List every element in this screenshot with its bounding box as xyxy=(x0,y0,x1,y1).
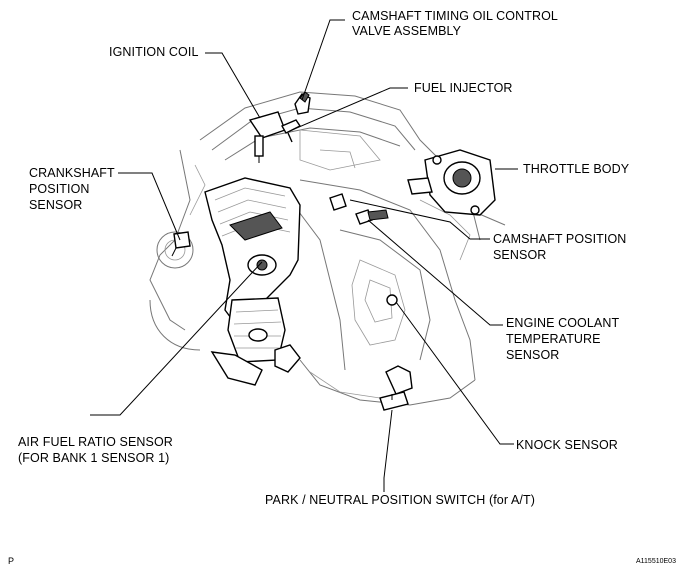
park-neutral-switch-part xyxy=(379,365,413,411)
label-coolant-line1: ENGINE COOLANT xyxy=(506,316,620,330)
label-camshaft-ocv-line1: CAMSHAFT TIMING OIL CONTROL xyxy=(352,9,558,23)
label-fuel-injector: FUEL INJECTOR xyxy=(414,81,513,95)
label-camshaft-position-line1: CAMSHAFT POSITION xyxy=(493,232,627,246)
crankshaft-sensor-part xyxy=(171,231,191,257)
label-coolant-line2: TEMPERATURE xyxy=(506,332,601,346)
ignition-coil-part xyxy=(248,111,286,163)
knock-sensor-part xyxy=(386,294,398,306)
label-coolant-line3: SENSOR xyxy=(506,348,560,362)
fuel-injector-part xyxy=(281,119,302,143)
label-air-fuel-line2: (FOR BANK 1 SENSOR 1) xyxy=(18,451,170,465)
exhaust-manifold xyxy=(204,177,301,386)
leader-lines xyxy=(90,19,518,492)
label-air-fuel-line1: AIR FUEL RATIO SENSOR xyxy=(18,435,173,449)
label-camshaft-ocv-line2: VALVE ASSEMBLY xyxy=(352,24,462,38)
throttle-body-part xyxy=(407,149,496,216)
label-camshaft-position-line2: SENSOR xyxy=(493,248,547,262)
label-ignition-coil: IGNITION COIL xyxy=(109,45,199,59)
figure-code: A115510E03 xyxy=(636,558,676,565)
camshaft-position-sensor-part xyxy=(329,193,347,211)
page-mark: P xyxy=(8,556,15,566)
label-crankshaft-line1: CRANKSHAFT xyxy=(29,166,115,180)
coolant-temp-sensor-part xyxy=(355,209,389,225)
label-throttle-body: THROTTLE BODY xyxy=(523,162,630,176)
label-knock-sensor: KNOCK SENSOR xyxy=(516,438,618,452)
camshaft-ocv-part xyxy=(294,91,311,115)
label-park-neutral-switch: PARK / NEUTRAL POSITION SWITCH (for A/T) xyxy=(265,493,535,507)
engine-block xyxy=(149,91,506,406)
label-crankshaft-line2: POSITION xyxy=(29,182,90,196)
label-crankshaft-line3: SENSOR xyxy=(29,198,83,212)
